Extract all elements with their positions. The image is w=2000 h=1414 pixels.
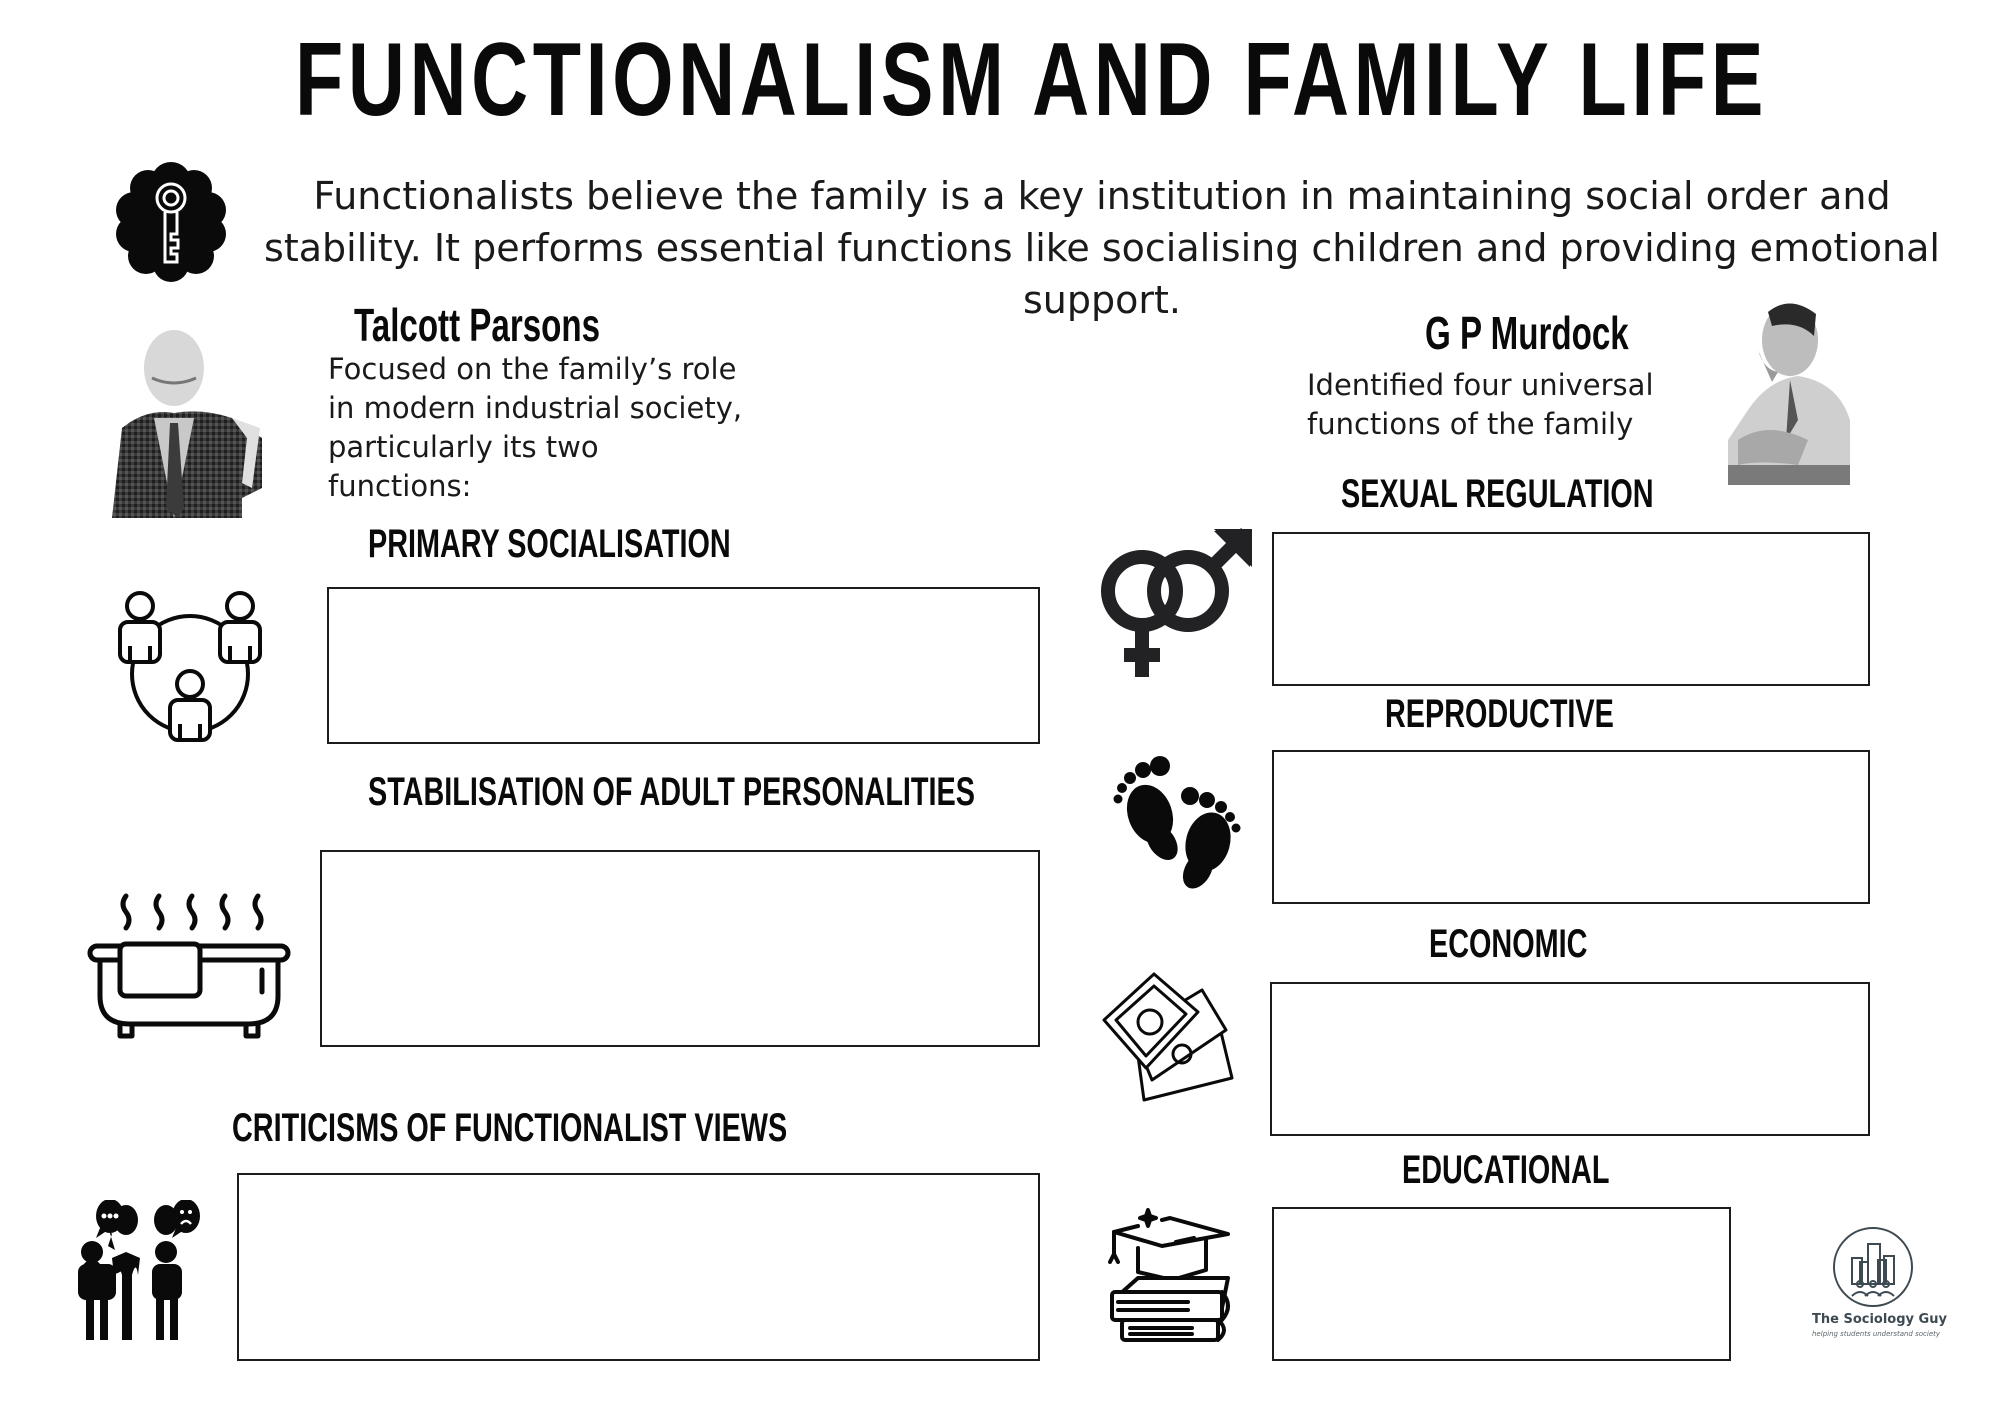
- sexual-regulation-input[interactable]: [1274, 534, 1868, 684]
- stabilisation-answer-box[interactable]: [320, 850, 1040, 1047]
- primary-socialisation-heading: PRIMARY SOCIALISATION: [368, 522, 731, 566]
- intro-text: Functionalists believe the family is a k…: [264, 174, 1940, 322]
- educational-heading: EDUCATIONAL: [1402, 1148, 1610, 1192]
- sexual-regulation-answer-box[interactable]: [1272, 532, 1870, 686]
- logo-tagline: helping students understand society: [1812, 1330, 1941, 1338]
- stabilisation-heading: STABILISATION OF ADULT PERSONALITIES: [368, 770, 975, 814]
- parsons-name: Talcott Parsons: [354, 299, 601, 351]
- graduation-books-icon: [1108, 1208, 1234, 1342]
- murdock-photo: [1728, 290, 1850, 485]
- criticisms-heading: CRITICISMS OF FUNCTIONALIST VIEWS: [232, 1106, 788, 1150]
- city-people-icon: [1832, 1226, 1914, 1308]
- logo-name: The Sociology Guy: [1812, 1312, 1947, 1327]
- page-title: FUNCTIONALISM AND FAMILY LIFE: [295, 22, 1768, 138]
- baby-footprints-icon: [1110, 752, 1250, 892]
- educational-answer-box[interactable]: [1272, 1207, 1731, 1361]
- economic-input[interactable]: [1272, 984, 1868, 1134]
- murdock-description: Identified four universal functions of t…: [1307, 368, 1654, 441]
- gender-symbols-icon: [1096, 527, 1256, 683]
- educational-input[interactable]: [1274, 1209, 1729, 1359]
- economic-heading: ECONOMIC: [1429, 922, 1588, 966]
- parsons-photo: [92, 318, 262, 518]
- criticisms-answer-box[interactable]: [237, 1173, 1040, 1361]
- sexual-regulation-heading: SEXUAL REGULATION: [1341, 472, 1654, 516]
- people-discussion-icon: [66, 1200, 226, 1340]
- parsons-description: Focused on the family’s role in modern i…: [328, 352, 743, 503]
- reproductive-input[interactable]: [1274, 752, 1868, 902]
- money-bills-icon: [1102, 972, 1242, 1107]
- economic-answer-box[interactable]: [1270, 982, 1870, 1136]
- brain-key-icon: [112, 158, 230, 284]
- primary-socialisation-answer-box[interactable]: [327, 587, 1040, 744]
- criticisms-input[interactable]: [239, 1175, 1038, 1359]
- reproductive-heading: REPRODUCTIVE: [1385, 692, 1614, 736]
- bathtub-icon: [86, 886, 292, 1046]
- murdock-name: G P Murdock: [1425, 307, 1629, 359]
- stabilisation-input[interactable]: [322, 852, 1038, 1045]
- primary-socialisation-input[interactable]: [329, 589, 1038, 742]
- reproductive-answer-box[interactable]: [1272, 750, 1870, 904]
- family-circle-icon: [110, 584, 270, 754]
- sociology-guy-logo: The Sociology Guy helping students under…: [1812, 1226, 1972, 1338]
